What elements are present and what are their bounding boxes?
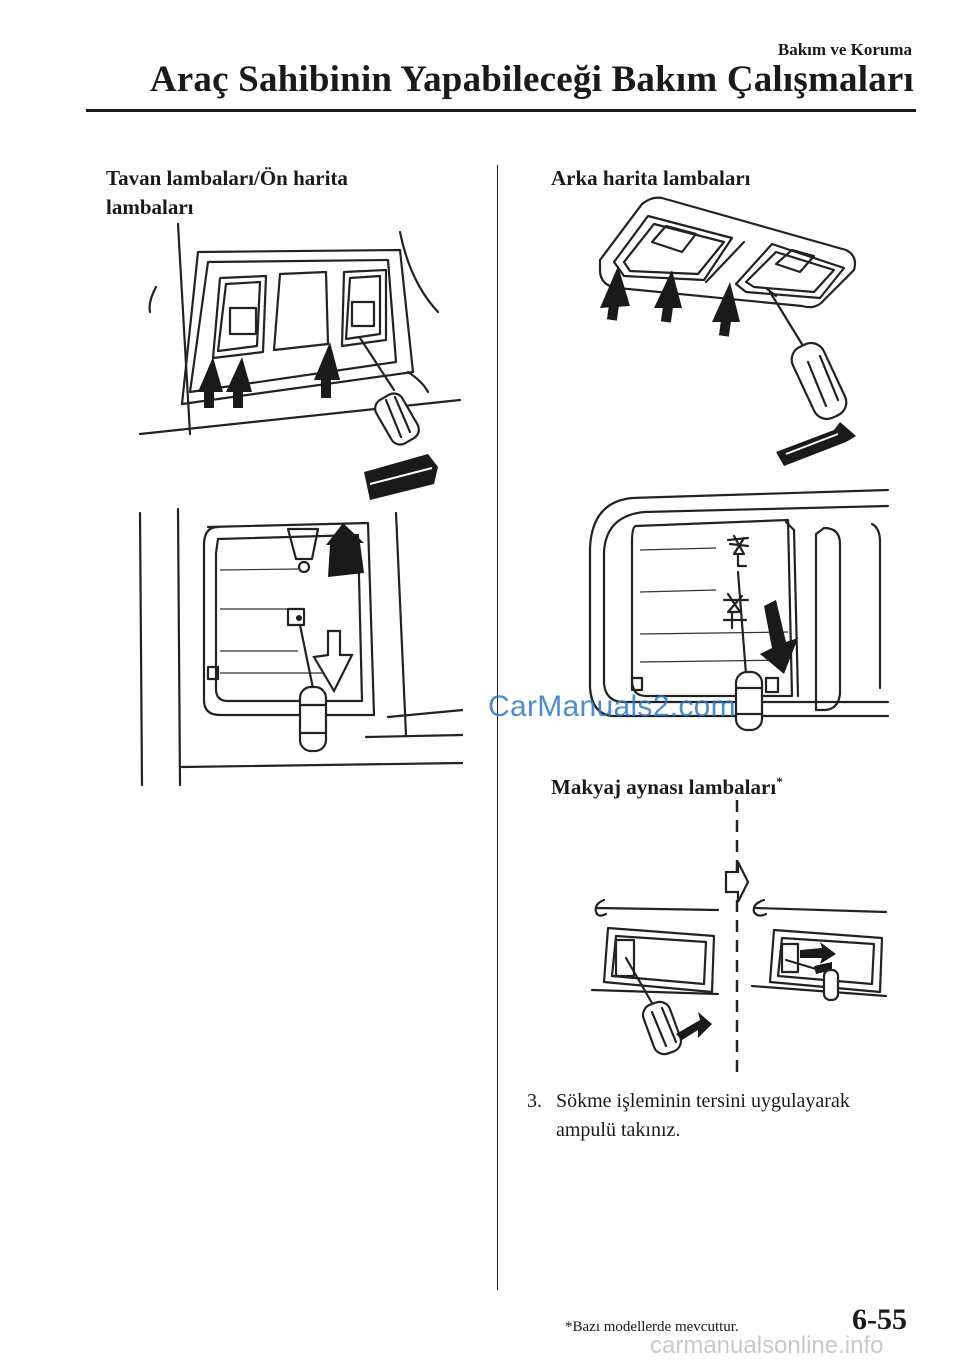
step-3-number: 3. xyxy=(527,1090,542,1112)
page-number: 6-55 xyxy=(852,1303,907,1336)
heading-rear-map-lamps: Arka harita lambaları xyxy=(551,166,751,190)
figure-front-bulb-replacement xyxy=(138,507,463,787)
footnote: *Bazı modellerde mevcuttur. xyxy=(565,1319,739,1335)
column-divider xyxy=(497,165,498,1290)
watermark-carmanuals2: CarManuals2.com xyxy=(488,690,736,723)
figure-vanity-mirror-lamp xyxy=(590,800,888,1076)
section-label: Bakım ve Koruma xyxy=(777,40,912,59)
watermark-carmanualsonline: carmanualsonline.info xyxy=(650,1332,884,1359)
figure-front-lamp-removal xyxy=(138,222,462,500)
figure-rear-bulb-replacement xyxy=(588,488,890,732)
step-3: 3. Sökme işleminin tersini uygulayarak a… xyxy=(527,1087,907,1145)
title-rule xyxy=(86,109,916,112)
page-title: Araç Sahibinin Yapabileceği Bakım Çalışm… xyxy=(149,59,914,100)
step-3-text: Sökme işleminin tersini uygulayarak ampu… xyxy=(556,1090,850,1141)
heading-vanity-mirror-lamps: Makyaj aynası lambaları* xyxy=(551,767,783,802)
figure-rear-lamp-removal xyxy=(598,196,857,466)
heading-vanity-text: Makyaj aynası lambaları xyxy=(551,775,777,799)
footnote-mark: * xyxy=(776,774,783,789)
heading-front-map-lamps: Tavan lambaları/Ön harita lambaları xyxy=(106,166,348,219)
